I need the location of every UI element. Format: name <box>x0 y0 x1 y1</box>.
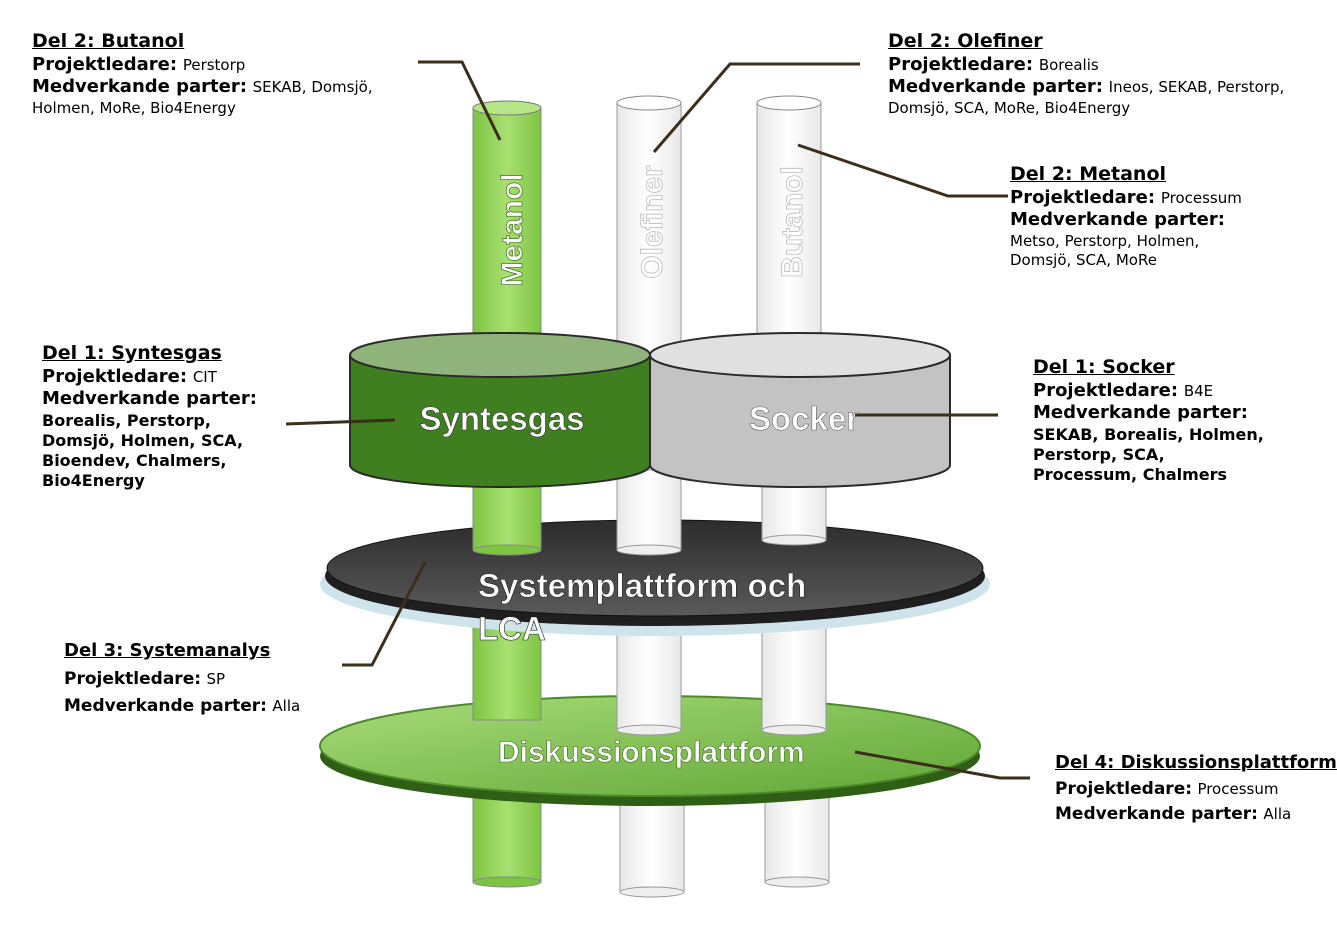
leader-value: Processum <box>1160 188 1242 207</box>
label-diskussion-title: Del 4: Diskussionsplattform <box>1055 752 1337 773</box>
pillar-olefiner-lower <box>616 469 682 556</box>
parties-value-1: Borealis, Perstorp, <box>42 410 211 430</box>
leader-key: Projektledare: <box>1033 379 1179 401</box>
leader-lines <box>285 60 1030 780</box>
label-syntesgas-title: Del 1: Syntesgas <box>42 342 222 364</box>
label-metanol-leader-row: Projektledare: Processum <box>1010 187 1242 210</box>
drum-syntesgas <box>349 332 651 488</box>
leader-key: Projektledare: <box>42 365 188 387</box>
parties-value-2: Domsjö, SCA, MoRe <box>1010 250 1157 269</box>
leader-value: CIT <box>192 367 217 386</box>
leader-line-metanol <box>797 143 1008 198</box>
diskussion-platform-label: Diskussionsplattform <box>498 736 805 769</box>
parties-value-3: Bioendev, Chalmers, <box>42 450 227 470</box>
label-butanol: Del 2: Butanol Projektledare: Perstorp M… <box>32 30 373 118</box>
drum-syntesgas-label: Syntesgas <box>419 400 584 437</box>
label-systemanalys-title: Del 3: Systemanalys <box>64 640 271 661</box>
leader-line-systemanalys <box>342 561 427 667</box>
label-socker-title: Del 1: Socker <box>1033 356 1175 378</box>
drum-socker-label: Socker <box>749 400 859 437</box>
label-butanol-leader-row: Projektledare: Perstorp <box>32 54 373 77</box>
pillar-butanol-top <box>756 95 822 354</box>
label-olefiner-title: Del 2: Olefiner <box>888 30 1043 52</box>
leader-value: B4E <box>1183 381 1214 400</box>
label-socker: Del 1: Socker Projektledare: B4E Medverk… <box>1033 356 1264 485</box>
system-platform-label-line2: LCA <box>478 610 546 647</box>
pillar-metanol-top <box>472 100 542 369</box>
label-socker-parties-row: Medverkande parter: <box>1033 402 1264 425</box>
leader-line-syntesgas <box>285 418 396 426</box>
parties-value-2: Holmen, MoRe, Bio4Energy <box>32 98 236 117</box>
leader-key: Projektledare: <box>888 53 1034 75</box>
leader-value: Perstorp <box>182 55 246 74</box>
parties-value-4: Bio4Energy <box>42 470 145 490</box>
label-diskussion-leader-row: Projektledare: Processum <box>1055 779 1337 800</box>
parties-value-1: Ineos, SEKAB, Perstorp, <box>1108 78 1285 97</box>
system-platform-label-line1: Systemplattform och <box>478 567 806 604</box>
label-diskussion-parties-row: Medverkande parter: Alla <box>1055 804 1337 825</box>
label-butanol-title: Del 2: Butanol <box>32 30 185 52</box>
label-systemanalys-parties-row: Medverkande parter: Alla <box>64 696 300 717</box>
label-olefiner-leader-row: Projektledare: Borealis <box>888 54 1284 77</box>
parties-value: Alla <box>272 696 301 715</box>
label-syntesgas: Del 1: Syntesgas Projektledare: CIT Medv… <box>42 342 257 491</box>
pillar-butanol-label: Butanol <box>776 166 809 278</box>
drum-socker <box>649 332 951 488</box>
leader-key: Projektledare: <box>1010 186 1156 208</box>
label-socker-leader-row: Projektledare: B4E <box>1033 380 1264 403</box>
parties-value-3: Processum, Chalmers <box>1033 464 1228 484</box>
leader-value: Borealis <box>1038 55 1099 74</box>
label-metanol: Del 2: Metanol Projektledare: Processum … <box>1010 163 1242 269</box>
leader-key: Projektledare: <box>1055 778 1193 799</box>
parties-value-1: SEKAB, Borealis, Holmen, <box>1033 424 1264 444</box>
parties-key: Medverkande parter: <box>32 76 247 98</box>
label-olefiner-parties-row: Medverkande parter: Ineos, SEKAB, Persto… <box>888 76 1284 99</box>
label-metanol-parties-row: Medverkande parter: <box>1010 209 1242 232</box>
label-butanol-parties-row: Medverkande parter: SEKAB, Domsjö, <box>32 76 373 99</box>
parties-value-1: SEKAB, Domsjö, <box>252 78 373 97</box>
label-metanol-title: Del 2: Metanol <box>1010 163 1167 185</box>
parties-value-1: Metso, Perstorp, Holmen, <box>1010 231 1200 250</box>
label-systemanalys-leader-row: Projektledare: SP <box>64 669 300 690</box>
parties-key: Medverkande parter: <box>1010 209 1225 231</box>
pillar-metanol-label: Metanol <box>496 173 529 286</box>
pillar-olefiner-top <box>616 95 682 354</box>
parties-value: Alla <box>1263 804 1292 823</box>
parties-key: Medverkande parter: <box>1033 402 1248 424</box>
pillar-olefiner-label: Olefiner <box>636 165 669 279</box>
parties-value-2: Domsjö, Holmen, SCA, <box>42 430 244 450</box>
parties-value-2: Perstorp, SCA, <box>1033 444 1165 464</box>
label-syntesgas-leader-row: Projektledare: CIT <box>42 366 257 389</box>
parties-key: Medverkande parter: <box>888 76 1103 98</box>
parties-key: Medverkande parter: <box>42 388 257 410</box>
leader-key: Projektledare: <box>64 668 202 689</box>
leader-line-olefiner <box>652 62 860 153</box>
leader-value: Processum <box>1197 779 1279 798</box>
label-systemanalys: Del 3: Systemanalys Projektledare: SP Me… <box>64 640 300 717</box>
parties-key: Medverkande parter: <box>1055 803 1258 824</box>
label-syntesgas-parties-row: Medverkande parter: <box>42 388 257 411</box>
leader-line-diskussion <box>854 750 1030 780</box>
label-diskussion: Del 4: Diskussionsplattform Projektledar… <box>1055 752 1337 825</box>
leader-value: SP <box>206 669 226 688</box>
parties-key: Medverkande parter: <box>64 695 267 716</box>
leader-line-butanol <box>418 60 502 141</box>
label-olefiner: Del 2: Olefiner Projektledare: Borealis … <box>888 30 1284 118</box>
parties-value-2: Domsjö, SCA, MoRe, Bio4Energy <box>888 98 1131 117</box>
leader-key: Projektledare: <box>32 53 178 75</box>
